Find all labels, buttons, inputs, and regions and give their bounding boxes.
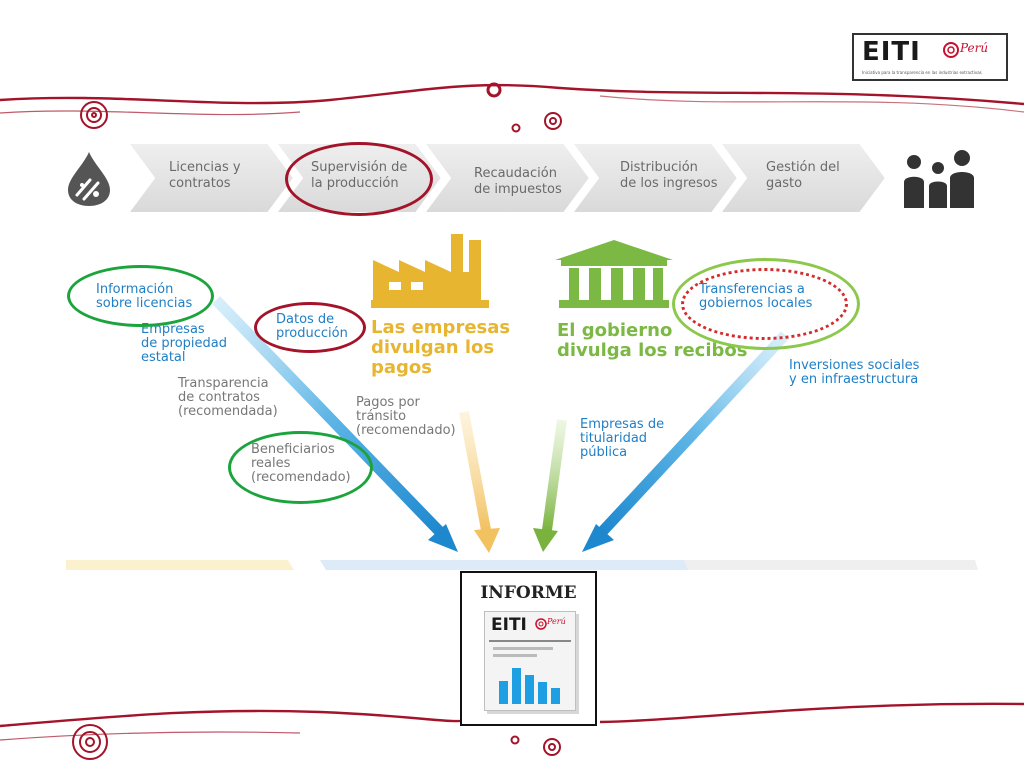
people-icon <box>904 150 974 208</box>
chain-step-1-shape <box>126 142 296 214</box>
orange-arrow-head <box>474 528 500 553</box>
chain-step-tax-collection: Recaudación de impuestos <box>474 166 562 198</box>
report-bar <box>538 682 547 704</box>
public-companies-label: Empresas de titularidad pública <box>580 417 665 461</box>
right-blue-arrow-head <box>582 524 614 552</box>
licenses-info-oval <box>67 265 214 327</box>
chain-step-4-shape <box>570 142 740 214</box>
chain-step-spending: Gestión del gasto <box>766 160 840 192</box>
chain-step-3-shape <box>422 142 592 214</box>
logo-swirl-icon <box>943 42 959 58</box>
report-bar-chart <box>499 668 560 704</box>
report-bar <box>499 681 508 704</box>
report-logo-text: EITI <box>491 615 527 635</box>
logo-tagline: Iniciativa para la transparencia en las … <box>862 70 982 75</box>
state-companies-label: Empresas de propiedad estatal <box>141 322 227 366</box>
government-building-icon <box>555 240 673 308</box>
logo-eiti-text: EITI <box>862 37 921 67</box>
band-grey <box>684 560 978 570</box>
report-title: INFORME <box>480 583 577 603</box>
companies-disclose-heading: Las empresas divulgan los pagos <box>371 317 511 378</box>
left-blue-arrow-head <box>428 524 458 552</box>
beneficial-owners-oval <box>228 431 373 504</box>
orange-arrow-shaft <box>459 411 491 531</box>
transfers-dotted-oval <box>681 268 848 340</box>
oil-drop-icon <box>68 152 110 206</box>
left-blue-arrow-shaft <box>212 296 444 536</box>
right-blue-arrow-shaft <box>597 331 790 536</box>
report-logo-script: Perú <box>547 617 566 626</box>
chain-step-5-shape <box>718 142 888 214</box>
chain-step-licenses: Licencias y contratos <box>169 160 241 192</box>
transit-payments-label: Pagos por tránsito (recomendado) <box>356 395 456 439</box>
band-yellow <box>66 560 294 570</box>
spiral-mid-bottom-icon <box>543 738 561 756</box>
chain-step-revenue-distribution: Distribución de los ingresos <box>620 160 718 192</box>
report-text-line <box>493 647 553 650</box>
social-investment-label: Inversiones sociales y en infraestructur… <box>789 358 920 388</box>
report-logo-swirl-icon <box>535 618 547 630</box>
production-data-oval <box>254 302 366 353</box>
production-step-oval <box>285 142 433 216</box>
report-bar <box>512 668 521 704</box>
spiral-left-bottom-icon <box>72 724 108 760</box>
report-document: EITI Perú <box>484 611 576 711</box>
report-text-line <box>493 654 537 657</box>
report-box: INFORME EITI Perú <box>460 571 597 726</box>
green-arrow-shaft <box>542 419 567 531</box>
contract-transparency-label: Transparencia de contratos (recomendada) <box>178 376 278 420</box>
factory-icon <box>371 234 489 308</box>
green-arrow-head <box>533 528 558 552</box>
logo-country-script: Perú <box>960 41 989 55</box>
spiral-mid-top-icon <box>544 112 562 130</box>
eiti-peru-logo: EITI Perú Iniciativa para la transparenc… <box>852 33 1008 81</box>
band-blue <box>320 560 706 570</box>
report-bar <box>551 688 560 704</box>
spiral-left-top-icon <box>80 101 108 129</box>
report-divider <box>489 640 571 642</box>
transfers-outer-oval <box>672 258 860 350</box>
report-bar <box>525 675 534 704</box>
